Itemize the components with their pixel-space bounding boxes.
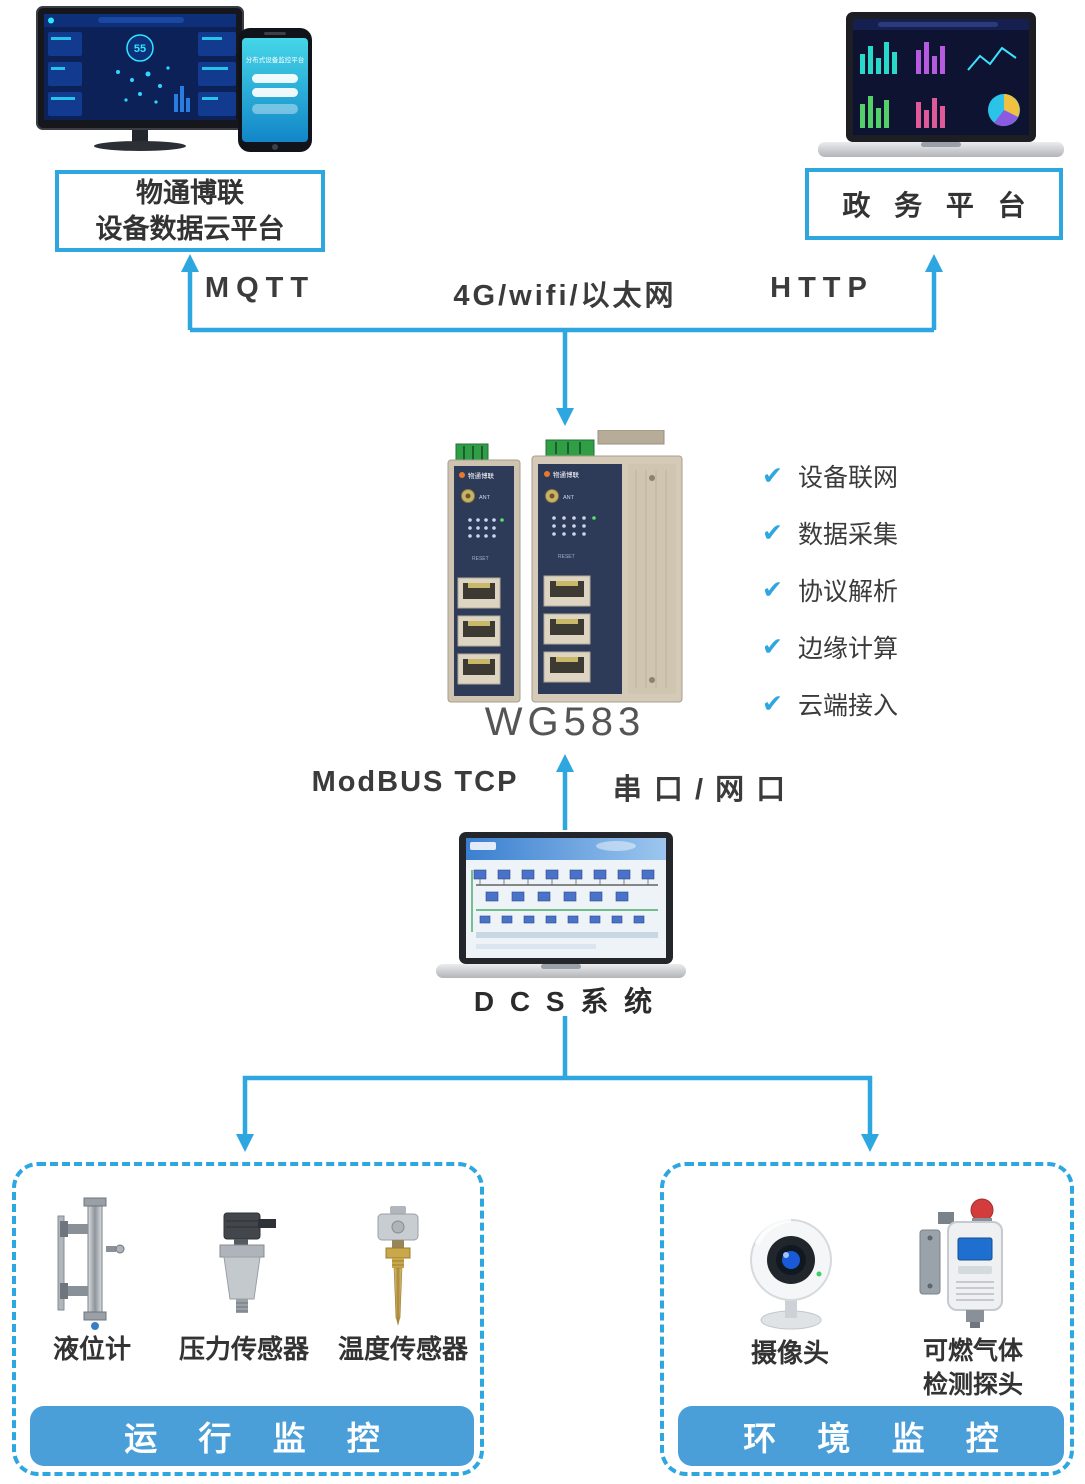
phone-device-image: 分布式设备监控平台 [238, 28, 312, 152]
feature-label: 数据采集 [797, 521, 898, 549]
gov-platform-label: 政 务 平 台 [842, 190, 1034, 221]
gateway-reset-label: RESET [558, 554, 575, 560]
gov-laptop-image [818, 12, 1064, 157]
modbus-label: ModBUS TCP [311, 766, 519, 798]
check-icon: ✔ [762, 462, 783, 490]
gateway-ant-label: ANT [479, 495, 491, 501]
gateway-brand-label: 物通博联 [468, 471, 495, 480]
cloud-platform-line2: 设备数据云平台 [95, 214, 285, 244]
mqtt-label: MQTT [204, 272, 316, 304]
operation-group-box: 液位计 压力传感器 温度传感器 运 行 监 控 [12, 1162, 484, 1476]
check-icon: ✔ [762, 576, 783, 604]
environment-group-title-bar: 环 境 监 控 [678, 1406, 1064, 1466]
cloud-platform-line1: 物通博联 [136, 178, 244, 208]
gateway-reset-label: RESET [472, 556, 489, 562]
pressure-sensor-image [219, 1212, 276, 1313]
temperature-sensor-label: 温度传感器 [337, 1334, 469, 1364]
cloud-platform-box: 物通博联 设备数据云平台 [55, 170, 325, 252]
operation-group-title-bar: 运 行 监 控 [30, 1406, 474, 1466]
gov-platform-box: 政 务 平 台 [805, 168, 1063, 240]
feature-label: 云端接入 [797, 692, 898, 720]
check-icon: ✔ [762, 690, 783, 718]
check-icon: ✔ [762, 633, 783, 661]
gas-detector-image [919, 1198, 1003, 1328]
gas-detector-label-line2: 检测探头 [922, 1371, 1024, 1399]
camera-label: 摄像头 [750, 1338, 830, 1368]
gas-detector-label-line1: 可燃气体 [922, 1337, 1024, 1365]
gateway-model-label: WG583 [484, 700, 646, 744]
monitor-device-image: 55 [36, 6, 244, 151]
feature-item: ✔ 边缘计算 [762, 629, 898, 665]
dcs-label: D C S 系 统 [473, 986, 657, 1017]
feature-list: ✔ 设备联网 ✔ 数据采集 ✔ 协议解析 ✔ 边缘计算 ✔ 云端接入 [762, 458, 898, 722]
feature-label: 设备联网 [797, 464, 898, 492]
level-gauge-label: 液位计 [52, 1334, 132, 1364]
temperature-sensor-image [377, 1206, 419, 1326]
phone-screen-title: 分布式设备监控平台 [246, 55, 305, 64]
check-icon: ✔ [762, 519, 783, 547]
feature-item: ✔ 协议解析 [762, 572, 898, 608]
gateway-brand-label: 物通博联 [553, 470, 580, 479]
camera-image [750, 1217, 832, 1330]
feature-item: ✔ 数据采集 [762, 515, 898, 551]
feature-item: ✔ 设备联网 [762, 458, 898, 494]
network-label: 4G/wifi/以太网 [453, 280, 677, 312]
serial-label: 串 口 / 网 口 [612, 774, 788, 806]
dcs-laptop-image [436, 832, 686, 978]
gateway-image: 物通博联 ANT RESET 物通博联 ANT [447, 430, 683, 703]
pressure-sensor-label: 压力传感器 [178, 1334, 310, 1364]
feature-label: 协议解析 [797, 578, 898, 606]
gateway-ant-label: ANT [563, 495, 575, 501]
http-label: HTTP [770, 272, 874, 304]
feature-label: 边缘计算 [797, 635, 898, 663]
monitor-kpi: 55 [134, 43, 146, 55]
feature-item: ✔ 云端接入 [762, 686, 898, 722]
gas-detector-label: 可燃气体 检测探头 [923, 1334, 1023, 1402]
level-gauge-image [57, 1197, 125, 1330]
environment-group-box: 摄像头 可燃气体 检测探头 环 境 监 控 [660, 1162, 1074, 1476]
